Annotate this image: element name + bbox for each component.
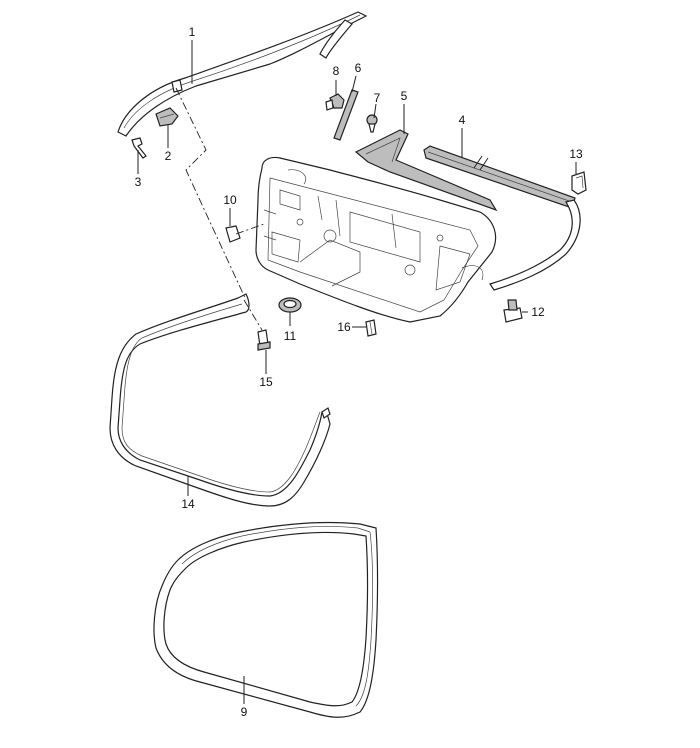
part-16-clip [365,319,377,337]
callout-9: 9 [241,705,248,719]
callout-8: 8 [333,64,340,78]
part-4-window-seal [423,145,576,209]
door-inner-panel [255,156,497,323]
part-5-window-channel [354,129,498,212]
part-4-rear-curve [489,199,581,291]
leader-lines [137,40,577,704]
callout-16: 16 [337,320,351,334]
callout-5: 5 [401,89,408,103]
callout-labels: 1 2 3 4 5 6 7 8 9 10 11 12 13 14 15 16 [135,25,583,719]
callout-6: 6 [355,61,362,75]
part-10-plug [225,225,241,243]
part-6-trim-strip [333,89,359,141]
part-14-door-seal [109,293,331,507]
part-1-roof-seal [117,11,368,137]
callout-11: 11 [284,329,297,343]
part-13-retainer [571,171,587,195]
part-8-bracket [325,93,345,111]
part-11-grommet [278,297,302,313]
callout-7: 7 [374,91,381,105]
part-7-screw [366,114,378,133]
part-2-clip [155,107,179,127]
part-12-clip [503,299,523,323]
callout-4: 4 [459,113,466,127]
callout-12: 12 [531,305,545,319]
callout-13: 13 [569,147,583,161]
part-15-fastener [257,329,271,351]
callout-14: 14 [181,497,195,511]
callout-2: 2 [165,149,172,163]
part-9-window-frame-seal [153,521,379,718]
callout-10: 10 [223,193,237,207]
part-3-pin [131,137,147,159]
callout-3: 3 [135,175,142,189]
callout-1: 1 [189,25,196,39]
reference-lines [175,87,265,331]
callout-15: 15 [259,375,273,389]
